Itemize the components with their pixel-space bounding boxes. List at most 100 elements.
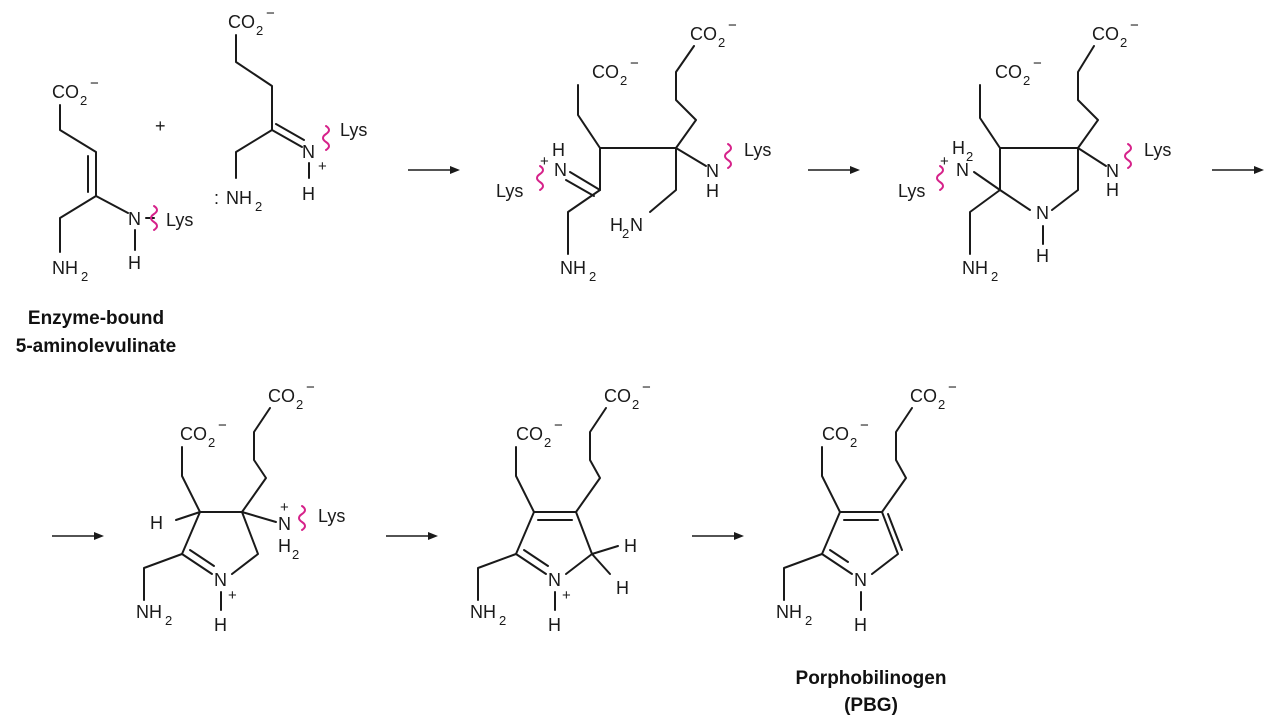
svg-text:N: N bbox=[554, 160, 567, 180]
svg-text:2: 2 bbox=[165, 613, 172, 628]
svg-text:H: H bbox=[952, 138, 965, 158]
svg-text:2: 2 bbox=[544, 435, 551, 450]
svg-text:−: − bbox=[630, 55, 639, 72]
svg-text:2: 2 bbox=[208, 435, 215, 450]
svg-text:NH: NH bbox=[962, 258, 988, 278]
svg-text:2: 2 bbox=[622, 226, 629, 241]
svg-text:2: 2 bbox=[620, 73, 627, 88]
svg-text:N: N bbox=[214, 570, 227, 590]
svg-text:2: 2 bbox=[850, 435, 857, 450]
svg-text:Lys: Lys bbox=[318, 506, 345, 526]
svg-text:−: − bbox=[728, 17, 737, 34]
reaction-arrow-6 bbox=[692, 532, 744, 540]
svg-text:2: 2 bbox=[256, 23, 263, 38]
reactant-caption-line1: Enzyme-bound bbox=[28, 308, 164, 329]
intermediate-4: CO 2 − CO 2 − N + H H H NH 2 bbox=[470, 379, 651, 635]
svg-text:NH: NH bbox=[226, 188, 252, 208]
svg-text:H: H bbox=[128, 253, 141, 273]
svg-text:CO: CO bbox=[268, 386, 295, 406]
svg-text:NH: NH bbox=[560, 258, 586, 278]
svg-text:H: H bbox=[552, 140, 565, 160]
svg-text:−: − bbox=[554, 417, 563, 434]
svg-text:−: − bbox=[266, 5, 275, 22]
svg-text:2: 2 bbox=[991, 269, 998, 284]
svg-text:H: H bbox=[302, 184, 315, 204]
svg-text:−: − bbox=[1130, 17, 1139, 34]
svg-text:N: N bbox=[548, 570, 561, 590]
svg-text:−: − bbox=[306, 379, 315, 396]
enzyme-bound-ala: CO 2 − N H Lys NH 2 bbox=[52, 75, 193, 284]
svg-text:H: H bbox=[610, 215, 623, 235]
svg-text:H: H bbox=[278, 536, 291, 556]
svg-text:N: N bbox=[630, 215, 643, 235]
nitrogen-label: N bbox=[128, 209, 141, 229]
svg-text:H: H bbox=[214, 615, 227, 635]
svg-text:CO: CO bbox=[592, 62, 619, 82]
svg-text:Lys: Lys bbox=[496, 181, 523, 201]
svg-text:H: H bbox=[706, 181, 719, 201]
svg-text:CO: CO bbox=[822, 424, 849, 444]
svg-text:CO: CO bbox=[690, 24, 717, 44]
svg-text:2: 2 bbox=[499, 613, 506, 628]
svg-text:H: H bbox=[616, 578, 629, 598]
lone-pair: : bbox=[214, 188, 219, 208]
svg-text:+: + bbox=[280, 499, 289, 516]
svg-text:CO: CO bbox=[1092, 24, 1119, 44]
svg-text:+: + bbox=[318, 158, 327, 175]
reaction-arrow-1 bbox=[408, 166, 460, 174]
svg-text:CO: CO bbox=[995, 62, 1022, 82]
svg-text:H: H bbox=[1036, 246, 1049, 266]
product-caption-line1: Porphobilinogen bbox=[796, 668, 947, 689]
svg-text:2: 2 bbox=[296, 397, 303, 412]
svg-text:H: H bbox=[624, 536, 637, 556]
svg-text:Lys: Lys bbox=[340, 120, 367, 140]
reaction-arrow-2 bbox=[808, 166, 860, 174]
svg-text:NH: NH bbox=[470, 602, 496, 622]
carboxylate-label: CO bbox=[52, 82, 79, 102]
svg-text:2: 2 bbox=[255, 199, 262, 214]
svg-text:2: 2 bbox=[589, 269, 596, 284]
svg-text:NH: NH bbox=[776, 602, 802, 622]
svg-text:2: 2 bbox=[718, 35, 725, 50]
porphobilinogen: CO 2 − CO 2 − N H NH 2 bbox=[776, 379, 957, 635]
svg-text:H: H bbox=[548, 615, 561, 635]
intermediate-1: CO 2 − CO 2 − N H Lys H 2 N N H + Lys NH… bbox=[496, 17, 771, 284]
svg-text:−: − bbox=[860, 417, 869, 434]
svg-text:N: N bbox=[706, 161, 719, 181]
svg-text:2: 2 bbox=[632, 397, 639, 412]
reactant-caption-line2: 5-aminolevulinate bbox=[16, 336, 177, 357]
svg-text:2: 2 bbox=[81, 269, 88, 284]
svg-text:N: N bbox=[302, 142, 315, 162]
amine-label: NH bbox=[52, 258, 78, 278]
svg-text:2: 2 bbox=[938, 397, 945, 412]
svg-text:+: + bbox=[940, 153, 949, 170]
svg-text:H: H bbox=[1106, 180, 1119, 200]
reaction-arrow-3 bbox=[1212, 166, 1264, 174]
svg-text:2: 2 bbox=[805, 613, 812, 628]
svg-text:+: + bbox=[562, 587, 571, 604]
svg-text:−: − bbox=[642, 379, 651, 396]
svg-text:Lys: Lys bbox=[898, 181, 925, 201]
reaction-arrow-4 bbox=[52, 532, 104, 540]
svg-text:−: − bbox=[218, 417, 227, 434]
svg-text:CO: CO bbox=[228, 12, 255, 32]
svg-text:2: 2 bbox=[1120, 35, 1127, 50]
svg-text:NH: NH bbox=[136, 602, 162, 622]
svg-text:N: N bbox=[1106, 161, 1119, 181]
svg-text:CO: CO bbox=[604, 386, 631, 406]
svg-text:N: N bbox=[278, 514, 291, 534]
plus-sign: + bbox=[155, 116, 166, 136]
svg-text:CO: CO bbox=[910, 386, 937, 406]
svg-text:CO: CO bbox=[180, 424, 207, 444]
svg-text:2: 2 bbox=[966, 149, 973, 164]
svg-text:Lys: Lys bbox=[1144, 140, 1171, 160]
svg-text:2: 2 bbox=[292, 547, 299, 562]
lysine-label: Lys bbox=[166, 210, 193, 230]
reaction-arrow-5 bbox=[386, 532, 438, 540]
svg-text:N: N bbox=[854, 570, 867, 590]
svg-text:N: N bbox=[956, 160, 969, 180]
schiff-base-ala: CO 2 − N + H Lys : NH 2 bbox=[214, 5, 367, 214]
svg-text:H: H bbox=[150, 513, 163, 533]
intermediate-3: CO 2 − CO 2 − N + H H N + H 2 Lys NH 2 bbox=[136, 379, 345, 635]
